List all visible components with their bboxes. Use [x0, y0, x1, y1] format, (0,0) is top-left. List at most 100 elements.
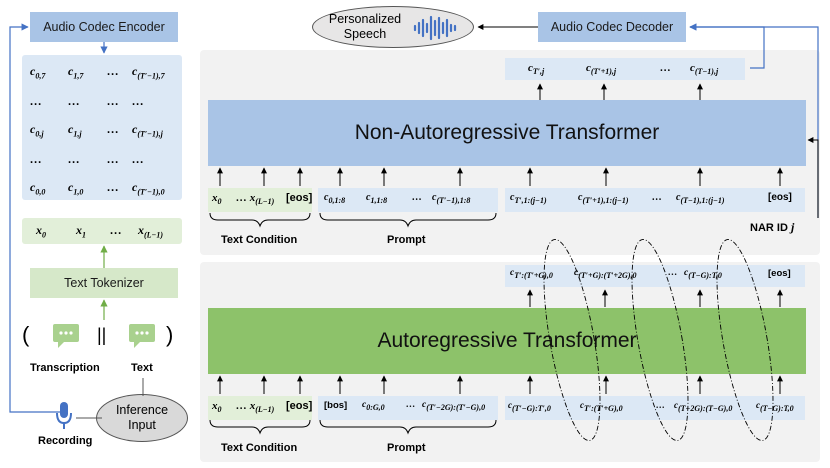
matrix-cell: … — [132, 94, 144, 109]
ar-target-token: cT′:(T′+G),0 — [580, 400, 623, 413]
matrix-cell-base: … — [107, 152, 119, 166]
nar-text-token: … x(L−1) — [236, 192, 274, 206]
matrix-cell-base: … — [132, 94, 144, 108]
ar-output-token-sub: (T′+G):(T′+2G),0 — [578, 270, 637, 280]
matrix-cell: c0,0 — [30, 180, 45, 196]
ar-prompt-token: c0:G,0 — [362, 400, 385, 412]
audio-codec-encoder-box: Audio Codec Encoder — [30, 12, 178, 42]
nar-output-token: c(T−1),j — [690, 62, 718, 76]
ar-prompt-token-base: c — [362, 400, 367, 410]
matrix-cell: c1,j — [68, 122, 82, 138]
ar-target-strip — [505, 396, 805, 420]
ar-prompt-token-sub: (T′−2G):(T′−G),0 — [426, 402, 486, 412]
phoneme-cell: x(L−1) — [138, 223, 163, 239]
matrix-cell: … — [107, 152, 119, 167]
ar-output-token: [eos] — [768, 268, 791, 279]
phoneme-cell: x0 — [36, 223, 46, 239]
nar-target-token-base: c — [510, 192, 515, 203]
nar-target-token-base: … — [652, 192, 662, 203]
matrix-cell-base: c — [30, 122, 36, 136]
paren-close: ) — [166, 322, 174, 347]
audio-codec-decoder-box: Audio Codec Decoder — [538, 12, 686, 42]
ar-target-token-base: c — [756, 400, 760, 410]
ar-text-token-base: x — [212, 400, 218, 412]
nar-text-token-base: x — [212, 192, 218, 204]
phoneme-base: x — [36, 223, 42, 237]
matrix-cell-base: … — [107, 64, 119, 78]
matrix-cell-base: … — [107, 94, 119, 108]
matrix-cell-sub: 1,0 — [73, 187, 84, 197]
phoneme-sequence — [22, 218, 182, 244]
paren-open: ( — [22, 322, 30, 347]
matrix-cell: … — [68, 152, 80, 167]
nar-text-token: x0 — [212, 192, 222, 206]
nar-target-token-base: c — [676, 192, 681, 203]
matrix-cell-base: … — [68, 94, 80, 108]
matrix-cell-base: c — [132, 122, 138, 136]
nar-target-token-sub: (T−1),1:(j−1) — [680, 196, 725, 205]
matrix-cell-base: … — [68, 152, 80, 166]
nar-output-token-sub: (T−1),j — [694, 67, 719, 77]
ar-text-token-base: [eos] — [286, 400, 313, 412]
nar-id-label: NAR ID j — [750, 220, 794, 235]
nar-prompt-token-sub: (T′−1),1:8 — [436, 196, 471, 205]
matrix-cell-sub: 1,j — [73, 129, 82, 139]
nar-target-token: cT′,1:(j−1) — [510, 192, 547, 205]
nar-prompt-token-sub: 1,1:8 — [370, 196, 388, 205]
nar-output-token-sub: T′,j — [532, 67, 545, 77]
text-chat-icon — [128, 323, 156, 354]
ar-target-token-sub: T′:(T′+G),0 — [584, 403, 623, 413]
nar-prompt-token-base: c — [432, 192, 437, 203]
ar-output-token-base: c — [684, 268, 689, 278]
matrix-cell: … — [68, 94, 80, 109]
matrix-cell: … — [107, 94, 119, 109]
ar-prompt-token: [bos] — [324, 400, 347, 411]
nar-prompt-token: … — [412, 192, 422, 203]
ar-target-token: … — [656, 400, 665, 410]
matrix-cell-sub: 0,0 — [35, 187, 46, 197]
ar-target-token: c(T−2G):(T−G),0 — [674, 400, 732, 413]
personalized-label-2: Speech — [343, 27, 387, 41]
matrix-cell-base: … — [30, 94, 42, 108]
phoneme-base: … — [110, 223, 122, 237]
ar-prompt-token-sub: 0:G,0 — [366, 402, 385, 412]
personalized-speech-ellipse: Personalized Speech — [312, 6, 474, 48]
transcription-label: Transcription — [30, 362, 100, 374]
nar-output-strip — [505, 58, 745, 80]
ar-target-token: c(T−G):T,0 — [756, 400, 794, 413]
phoneme-cell: … — [110, 223, 122, 238]
matrix-cell: … — [30, 152, 42, 167]
ar-text-token: [eos] — [286, 400, 312, 412]
nar-text-condition-label: Text Condition — [221, 234, 298, 246]
ar-output-token: cT′:(T′+G),0 — [510, 268, 553, 280]
phoneme-sub: 1 — [82, 230, 86, 240]
matrix-cell: c0,7 — [30, 64, 45, 80]
nar-text-strip — [208, 188, 312, 212]
text-tokenizer-box: Text Tokenizer — [30, 268, 178, 298]
matrix-cell-sub: (T′−1),0 — [137, 187, 165, 197]
nar-text-token: [eos] — [286, 192, 312, 204]
ar-target-token-base: … — [656, 400, 665, 410]
matrix-cell-sub: (T′−1),7 — [137, 71, 165, 81]
nar-target-strip — [505, 188, 805, 212]
ar-text-strip — [208, 396, 312, 420]
matrix-cell: c(T′−1),7 — [132, 64, 165, 80]
nar-text-token-base: … x — [236, 192, 256, 204]
nar-target-token: [eos] — [768, 192, 792, 203]
matrix-cell-base: … — [132, 152, 144, 166]
nar-output-token-base: c — [586, 62, 591, 74]
nar-target-token-sub: (T′+1),1:(j−1) — [582, 196, 629, 205]
waveform-icon — [413, 15, 457, 41]
nar-output-token: c(T′+1),j — [586, 62, 616, 76]
transcription-chat-icon — [52, 323, 80, 354]
nar-prompt-token: c1,1:8 — [366, 192, 387, 205]
ar-text-token-sub: (L−1) — [255, 405, 275, 415]
nar-text-token-sub: 0 — [217, 197, 222, 207]
matrix-cell-base: c — [68, 180, 74, 194]
ar-prompt-token-base: c — [422, 400, 427, 410]
matrix-cell-base: c — [132, 64, 138, 78]
phoneme-sub: 0 — [42, 230, 46, 240]
recording-label: Recording — [38, 435, 93, 447]
matrix-cell-sub: (T′−1),j — [137, 129, 163, 139]
